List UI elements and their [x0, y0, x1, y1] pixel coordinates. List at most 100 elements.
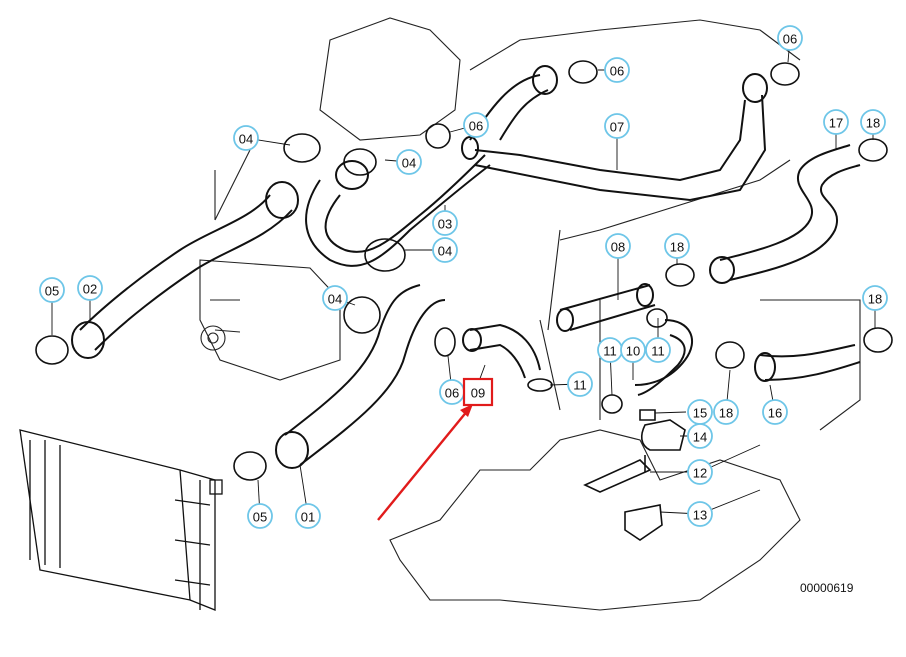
callout-label: 09	[471, 386, 485, 401]
leader-lines	[51, 37, 876, 517]
callout-label: 04	[402, 156, 416, 171]
callout-label: 07	[610, 120, 624, 135]
callout-label: 14	[693, 430, 707, 445]
callout-label: 11	[573, 378, 587, 393]
callout-label: 02	[83, 282, 97, 297]
callout-04: 04	[396, 149, 422, 175]
callout-label: 10	[626, 344, 640, 359]
highlight-box	[462, 377, 494, 407]
callout-04: 04	[233, 125, 259, 151]
callout-label: 12	[693, 466, 707, 481]
callout-05: 05	[39, 277, 65, 303]
callout-circle	[860, 109, 886, 135]
callout-circle	[605, 233, 631, 259]
hose-01	[275, 284, 446, 469]
callout-circle	[295, 503, 321, 529]
callout-circle	[604, 113, 630, 139]
callout-label: 18	[670, 240, 684, 255]
callout-12: 12	[687, 459, 713, 485]
callout-11: 11	[567, 371, 593, 397]
callout-circle	[645, 337, 671, 363]
callout-13: 13	[687, 501, 713, 527]
callout-18: 18	[713, 399, 739, 425]
callout-label: 04	[438, 244, 452, 259]
radiator	[19, 429, 223, 611]
callout-15: 15	[687, 399, 713, 425]
callout-circle	[862, 285, 888, 311]
callout-05: 05	[247, 503, 273, 529]
callout-label: 17	[829, 116, 843, 131]
callout-label: 05	[45, 284, 59, 299]
hose-10	[634, 319, 694, 396]
callout-label: 06	[610, 64, 624, 79]
callout-label: 06	[783, 32, 797, 47]
callout-label: 06	[469, 119, 483, 134]
callout-circle	[762, 399, 788, 425]
hose-03	[305, 154, 491, 267]
callout-label: 15	[693, 406, 707, 421]
callout-circle	[39, 277, 65, 303]
callout-label: 05	[253, 510, 267, 525]
callout-circle	[567, 371, 593, 397]
callout-11: 11	[597, 337, 623, 363]
callout-label: 04	[239, 132, 253, 147]
callout-03: 03	[432, 210, 458, 236]
callout-label: 18	[868, 292, 882, 307]
callout-06: 06	[439, 379, 465, 405]
callout-06: 06	[463, 112, 489, 138]
callout-label: 11	[651, 344, 665, 359]
callout-label: 16	[768, 406, 782, 421]
hose-17	[709, 144, 861, 284]
callout-07: 07	[604, 113, 630, 139]
hose-16	[754, 344, 861, 382]
callout-18: 18	[862, 285, 888, 311]
callout-label: 06	[445, 386, 459, 401]
callout-08: 08	[605, 233, 631, 259]
callout-01: 01	[295, 503, 321, 529]
callout-06: 06	[604, 57, 630, 83]
callout-circle	[713, 399, 739, 425]
callout-circle	[823, 109, 849, 135]
red-arrow	[377, 404, 473, 521]
hose-clamps	[35, 60, 893, 481]
callout-04: 04	[322, 285, 348, 311]
callout-circle	[432, 210, 458, 236]
callout-label: 18	[719, 406, 733, 421]
callout-label: 11	[603, 344, 617, 359]
callout-14: 14	[687, 423, 713, 449]
callout-circle	[322, 285, 348, 311]
callout-18: 18	[860, 109, 886, 135]
callout-11: 11	[645, 337, 671, 363]
callout-04: 04	[432, 237, 458, 263]
engine-outline	[199, 17, 861, 611]
callout-circle	[777, 25, 803, 51]
hose-09	[462, 323, 541, 379]
callout-label: 03	[438, 217, 452, 232]
callout-09: 09	[462, 377, 494, 407]
callout-circle	[432, 237, 458, 263]
callout-02: 02	[77, 275, 103, 301]
callout-label: 18	[866, 116, 880, 131]
callout-circle	[233, 125, 259, 151]
callout-circle	[247, 503, 273, 529]
mount-parts	[583, 409, 686, 541]
callout-label: 13	[693, 508, 707, 523]
callout-17: 17	[823, 109, 849, 135]
callout-label: 01	[301, 510, 315, 525]
callout-labels: 06 06 06 04 04 07 17 18 03 04 05 02 08 18 04 18 11 10 11 11…	[39, 25, 888, 529]
callout-label: 08	[611, 240, 625, 255]
hose-02	[71, 181, 299, 359]
hose-08	[556, 283, 656, 332]
callout-label: 04	[328, 292, 342, 307]
callout-18: 18	[664, 233, 690, 259]
callout-circle	[77, 275, 103, 301]
callout-circle	[396, 149, 422, 175]
callout-circle	[463, 112, 489, 138]
callout-circle	[664, 233, 690, 259]
reference-number: 00000619	[800, 581, 854, 595]
callout-16: 16	[762, 399, 788, 425]
callout-circle	[687, 459, 713, 485]
callout-circle	[620, 337, 646, 363]
